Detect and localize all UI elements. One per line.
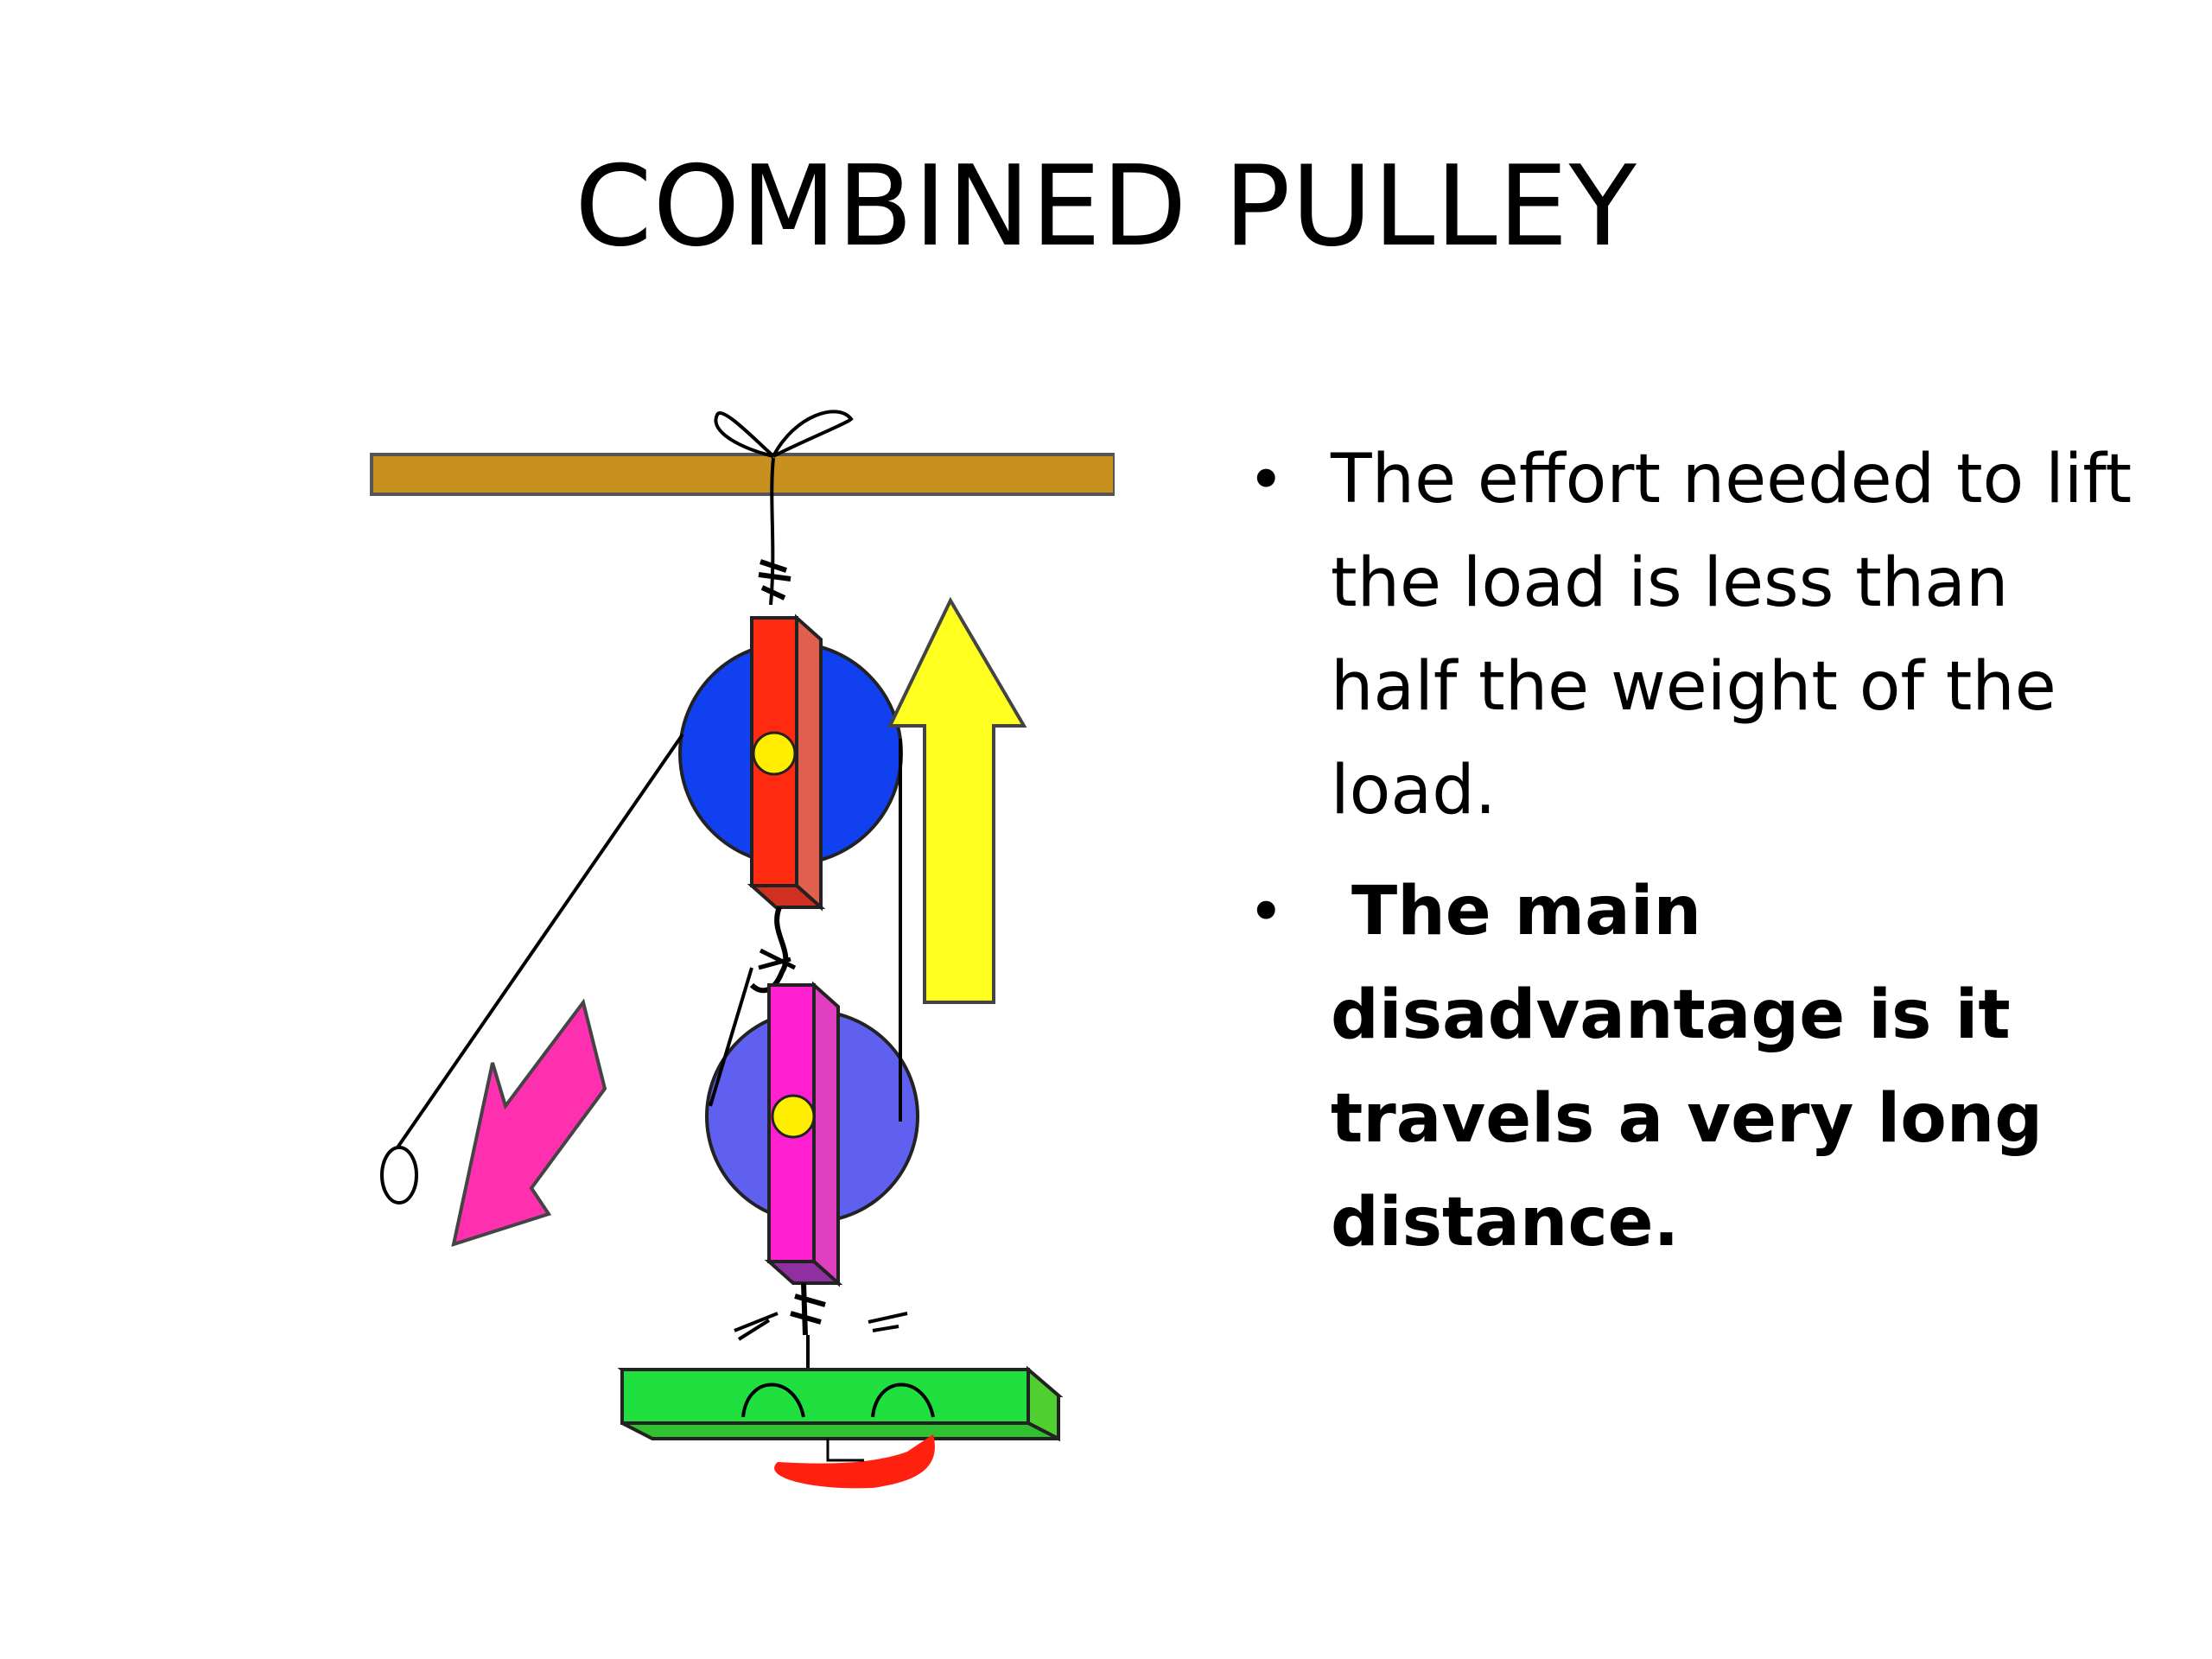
knot-loop-left [714, 411, 775, 458]
bullet-list: • The effort needed to lift the load is … [1236, 428, 2152, 1292]
bullet-text: The main disadvantage is it travels a ve… [1331, 873, 2044, 1262]
bullet-item: • The main disadvantage is it travels a … [1236, 860, 2152, 1274]
load-hook-blob [774, 1434, 935, 1489]
fixed-pulley [678, 613, 903, 912]
movable-pulley-block-side [812, 981, 840, 1287]
fixed-pulley-block-side [795, 613, 823, 912]
load-handle-right [871, 1382, 935, 1418]
hook-to-load [790, 1282, 826, 1336]
motion-mark-left [734, 1312, 779, 1341]
down-left-arrow-icon [451, 998, 607, 1247]
fixed-pulley-block-bottom [747, 884, 826, 909]
bullet-marker: • [1248, 443, 1285, 516]
rope-twist-top [758, 559, 791, 601]
ceiling-beam [370, 453, 1115, 496]
rope-knot [714, 410, 854, 458]
motion-mark-right [868, 1312, 908, 1332]
hook-between-pulleys [749, 906, 789, 994]
fixed-pulley-axle [752, 731, 797, 776]
hook-twist [758, 948, 797, 970]
blob-hook-line [826, 1439, 864, 1462]
knot-loop-right [772, 410, 854, 458]
slide-title: COMBINED PULLEY [575, 143, 1637, 271]
bullet-text: The effort needed to lift the load is le… [1331, 441, 2133, 830]
rope-left-slant [396, 733, 684, 1149]
load-front-face [620, 1368, 1030, 1425]
up-arrow-icon [887, 596, 1027, 1004]
movable-pulley [705, 981, 919, 1287]
bullet-marker: • [1248, 875, 1285, 948]
movable-pulley-axle [771, 1094, 816, 1139]
bullet-item: • The effort needed to lift the load is … [1236, 428, 2152, 842]
pulley-diagram-svg [370, 410, 1115, 1489]
rope-top [769, 457, 775, 606]
load-block [617, 1365, 1064, 1442]
rope-inner-slant [709, 967, 753, 1107]
movable-pulley-block-bottom [764, 1260, 843, 1285]
beam-body [370, 453, 1115, 496]
rope-handle-loop [380, 1146, 418, 1205]
load-bottom-face [621, 1421, 1059, 1440]
pulley-illustration [354, 397, 1115, 1521]
load-handle-left [741, 1382, 805, 1418]
